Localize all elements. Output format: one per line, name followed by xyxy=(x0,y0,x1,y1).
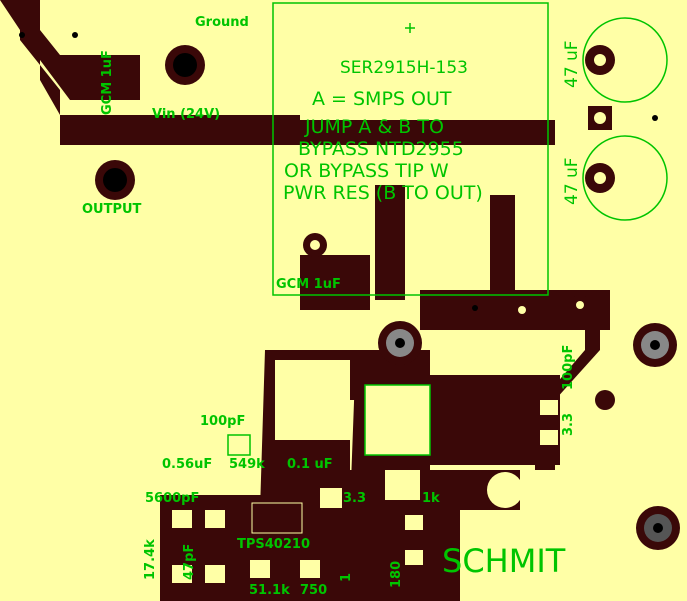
pad-k xyxy=(540,430,558,445)
output-label: OUTPUT xyxy=(82,202,142,217)
r-1-label: 1 xyxy=(339,572,354,582)
inductor-pad-left xyxy=(275,360,350,440)
via-right xyxy=(595,390,615,410)
pad-i xyxy=(405,550,423,565)
fb-pad-2-hole xyxy=(518,306,526,314)
via-small-4 xyxy=(472,305,478,311)
gcm-bottom-label: GCM 1uF xyxy=(276,277,341,292)
pad-c xyxy=(172,565,192,583)
mount-bottom-right-hole xyxy=(653,523,663,533)
via-small-1 xyxy=(72,32,78,38)
pad-3-3 xyxy=(385,470,420,500)
ic-body xyxy=(251,502,303,534)
pad-a xyxy=(172,510,192,528)
ic-label: TPS40210 xyxy=(237,537,310,552)
c-100pf-left-label: 100pF xyxy=(200,414,246,429)
c-47pf-label: 47pF xyxy=(182,543,197,580)
pad-g xyxy=(320,488,342,508)
pad-j xyxy=(540,400,558,415)
r-549k-label: 549k xyxy=(229,457,265,472)
pad-b xyxy=(205,510,225,528)
r-17-4k-label: 17.4k xyxy=(143,539,158,580)
vin-bus-trace xyxy=(60,120,555,145)
holes xyxy=(19,32,680,550)
c-01uf-label: 0.1 uF xyxy=(287,457,333,472)
c-100pf-right-label: 100pF xyxy=(561,344,576,390)
gcm-top-label: GCM 1uF xyxy=(100,50,115,115)
mount-top-right-hole xyxy=(650,340,660,350)
pad-f xyxy=(300,560,320,578)
pad-cutouts xyxy=(172,360,558,583)
cap-bottom-label: 47 uF xyxy=(562,157,582,205)
note-line-4: OR BYPASS TIP W xyxy=(284,160,449,182)
gcm-pad-pour xyxy=(300,255,370,310)
pad-e xyxy=(250,560,270,578)
cap-top-pad-hole xyxy=(594,54,606,66)
note-line-2: JUMP A & B TO xyxy=(305,116,444,138)
note-line-1: A = SMPS OUT xyxy=(312,88,452,110)
inductor-outline xyxy=(272,2,549,296)
cap-top-label: 47 uF xyxy=(562,40,582,88)
silkscreen xyxy=(227,2,668,456)
c-5600pf-label: 5600pF xyxy=(145,491,200,506)
c100pf-outline xyxy=(227,434,251,456)
part-number: SER2915H-153 xyxy=(340,58,468,78)
pad-round xyxy=(487,472,523,508)
cap-bottom-outline xyxy=(582,135,668,221)
r-1k-label: 1k xyxy=(422,491,440,506)
r-3-3-right-label: 3.3 xyxy=(561,412,576,436)
vin-label: Vin (24V) xyxy=(152,107,221,122)
note-line-5: PWR RES (B TO OUT) xyxy=(283,182,483,204)
pad-d xyxy=(205,565,225,583)
designer-label: SCHMIT xyxy=(442,542,566,580)
cap-bottom-pad-hole xyxy=(594,172,606,184)
gcm-pad-hole xyxy=(310,240,320,250)
pad-h xyxy=(405,515,423,530)
inductor-pad-right xyxy=(365,385,430,455)
cap-square-pad-hole xyxy=(594,112,606,124)
control-pour xyxy=(160,495,460,601)
r-3-3-mid-label: 3.3 xyxy=(343,491,367,506)
r-180-label: 180 xyxy=(389,560,404,588)
via-large-hole xyxy=(395,338,405,348)
via-small-2 xyxy=(19,32,25,38)
via-small-3 xyxy=(652,115,658,121)
fb-pad-hole xyxy=(576,301,584,309)
note-line-3: BYPASS NTD2955 xyxy=(298,138,464,160)
center-mark xyxy=(405,23,415,33)
center-trace xyxy=(375,185,405,300)
r-750-label: 750 xyxy=(300,583,328,598)
cap-top-outline xyxy=(582,17,668,103)
diode-outline xyxy=(364,384,431,456)
c-056uf-label: 0.56uF xyxy=(162,457,213,472)
copper-layer xyxy=(0,0,610,601)
r-51-1k-label: 51.1k xyxy=(249,583,290,598)
pad-100pf xyxy=(228,435,250,455)
output-hole xyxy=(103,168,127,192)
ground-hole xyxy=(173,53,197,77)
ground-label: Ground xyxy=(195,15,249,30)
